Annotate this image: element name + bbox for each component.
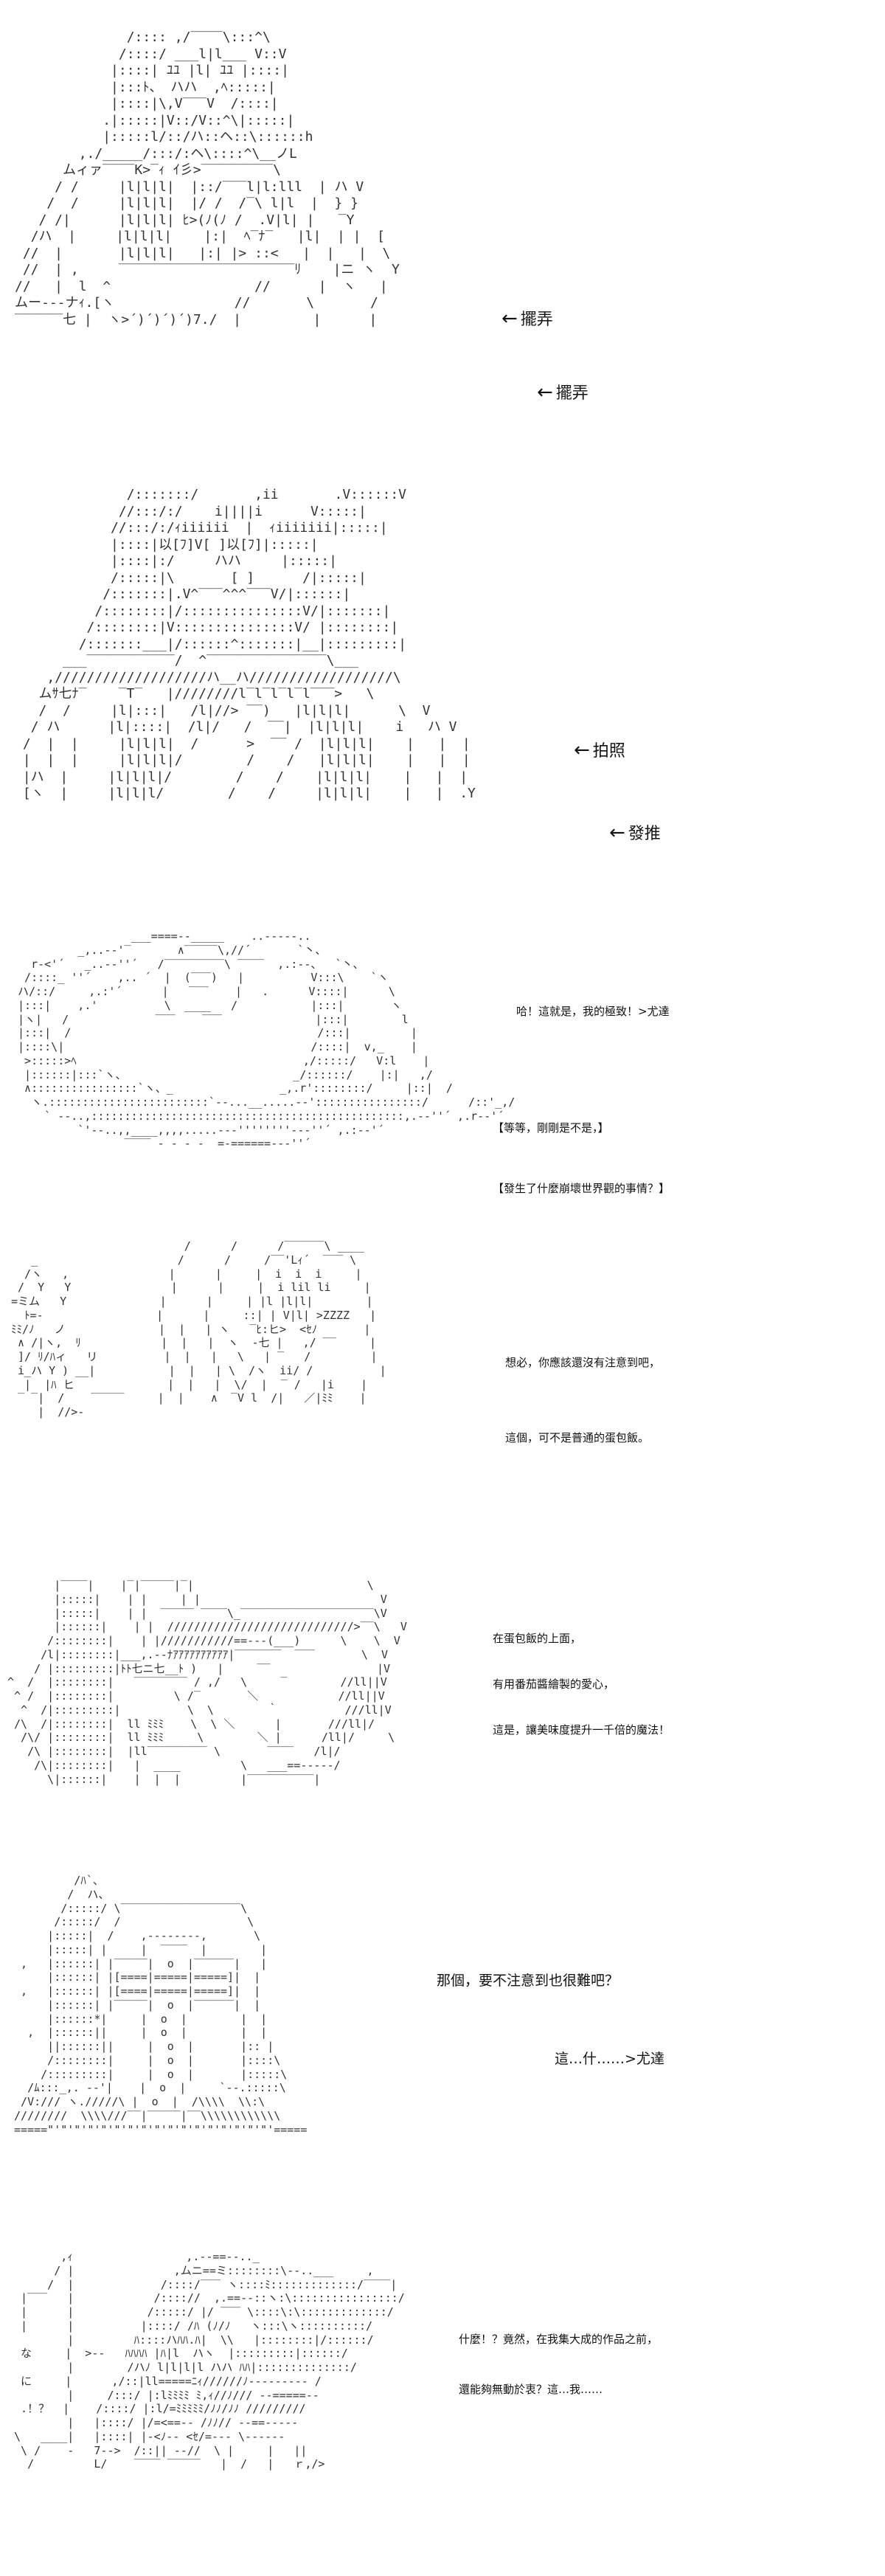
ascii-art-shocked-characters: ,ｨ ,.--==‐-.._ / | ,ムニ==ミ::::::::\‐-..__… — [14, 2250, 405, 2471]
caption-8: 想必，你應該還沒有注意到吧， — [505, 1356, 661, 1369]
ascii-art-character-phone: /:::::::/ ,ii .V::::::V //:::/:/ i||||i … — [22, 487, 476, 801]
caption-7: 【發生了什麼崩壞世界觀的事情？】 — [493, 1182, 670, 1195]
caption-16: 還能夠無動於衷？這…我…… — [459, 2383, 603, 2396]
panel-3: ___====--_____ ..-‐‐‐-.. _,..-‐'‾ ∧‾‾‾‾‾… — [0, 929, 885, 1239]
caption-15: 什麼！？竟然，在我集大成的作品之前， — [459, 2333, 659, 2346]
caption-6: 【等等，剛剛是不是，】 — [493, 1121, 609, 1135]
panel-5: |‾‾‾‾| |‾|‾‾‾‾‾|‾| \ |:::::| | | | | V |… — [0, 1579, 885, 1874]
panel-4: / / /‾‾‾‾‾‾\ ____ _ / / /‾‾'Lｨ´ ‾‾‾ \ /ヽ… — [0, 1239, 885, 1579]
caption-3: ←拍照 — [574, 739, 625, 761]
ascii-art-knight-helmet: /ﾊ`、 / ハ、 /:::::/ \‾‾‾‾‾‾‾‾‾‾‾‾‾‾‾‾‾‾\ /… — [14, 1874, 308, 2136]
caption-2: ←擺弄 — [537, 381, 589, 404]
caption-11: 有用番茄醬繪製的愛心， — [493, 1677, 615, 1691]
caption-9: 這個，可不是普通的蛋包飯。 — [505, 1431, 650, 1444]
caption-14: 這…什……>尤達 — [555, 2051, 664, 2067]
panel-7: ,ｨ ,.--==‐-.._ / | ,ムニ==ミ::::::::\‐-..__… — [0, 2184, 885, 2576]
caption-13: 那個，要不注意到也很難吧？ — [437, 1973, 620, 1989]
panel-1: /:::: ,/‾‾‾‾\:::^\ /::::/ ___l|l___ V::V… — [0, 15, 885, 487]
panel-2: /:::::::/ ,ii .V::::::V //:::/:/ i||||i … — [0, 487, 885, 929]
ascii-art-onlookers: / / /‾‾‾‾‾‾\ ____ _ / / /‾‾'Lｨ´ ‾‾‾ \ /ヽ… — [11, 1239, 661, 1444]
caption-4: ←發推 — [609, 822, 661, 844]
arrow-left-icon: ← — [609, 822, 625, 844]
arrow-left-icon: ← — [537, 381, 553, 404]
caption-1: ←擺弄 — [502, 308, 553, 330]
caption-5: 哈！這就是，我的極致！>尤達 — [516, 1005, 670, 1018]
caption-10: 在蛋包飯的上面， — [493, 1632, 582, 1645]
ascii-art-character-sitting: /:::: ,/‾‾‾‾\:::^\ /::::/ ___l|l___ V::V… — [15, 30, 400, 328]
caption-12: 這是，讓美味度提升一千倍的魔法！ — [493, 1723, 670, 1737]
ascii-art-cutting-scene: |‾‾‾‾| |‾|‾‾‾‾‾|‾| \ |:::::| | | | | V |… — [7, 1579, 407, 1786]
panel-6: /ﾊ`、 / ハ、 /:::::/ \‾‾‾‾‾‾‾‾‾‾‾‾‾‾‾‾‾‾\ /… — [0, 1874, 885, 2184]
ascii-art-omelette-closeup: ___====--_____ ..-‐‐‐-.. _,..-‐'‾ ∧‾‾‾‾‾… — [18, 929, 516, 1151]
arrow-left-icon: ← — [574, 739, 590, 761]
arrow-left-icon: ← — [502, 308, 518, 330]
